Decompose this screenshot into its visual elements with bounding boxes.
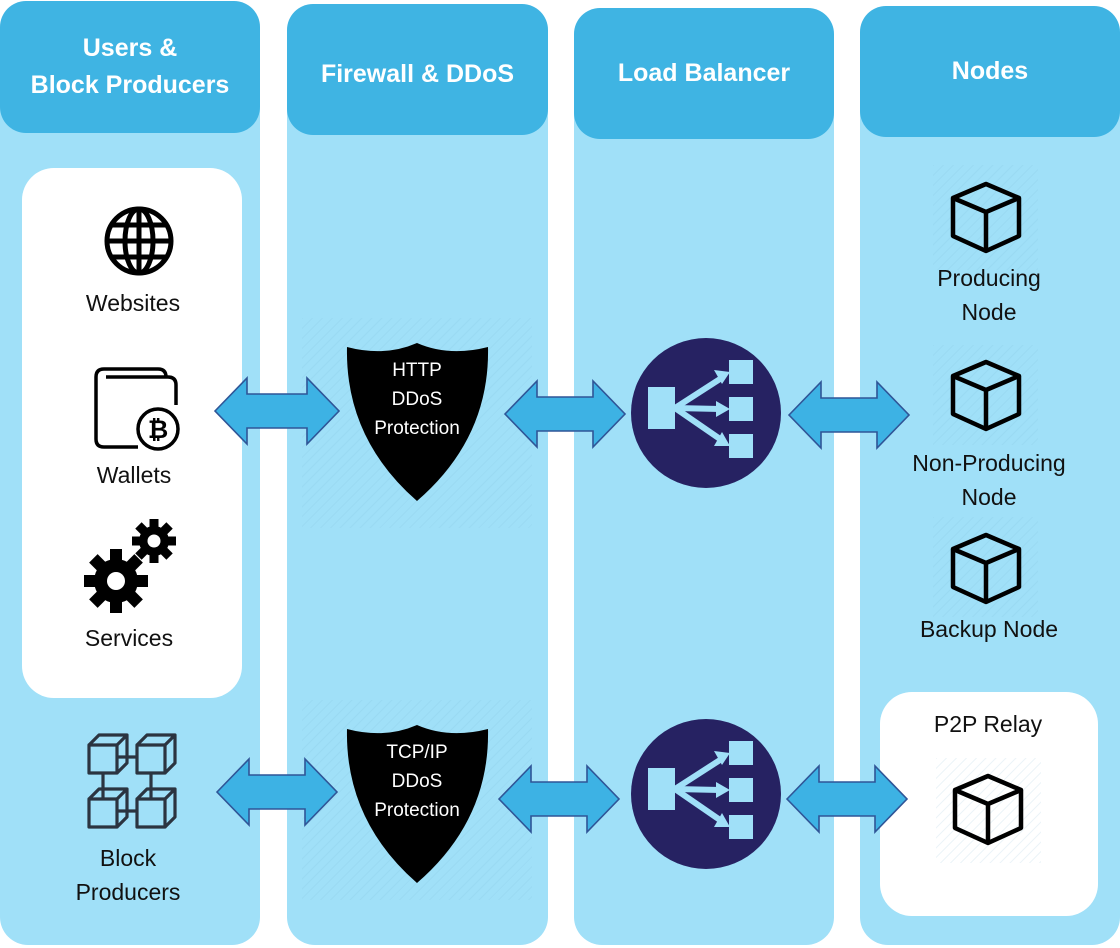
tcp-line1: TCP/IP xyxy=(386,742,448,763)
shield-icon xyxy=(345,725,490,883)
header-firewall: Firewall & DDoS xyxy=(287,4,548,135)
tcp-line2: DDoS xyxy=(391,771,443,792)
http-line3: Protection xyxy=(374,418,460,439)
header-load-balancer-title: Load Balancer xyxy=(617,59,791,87)
cube-icon xyxy=(950,181,1022,254)
double-arrow-firewall-lb-bottom xyxy=(497,764,621,834)
header-firewall-title: Firewall & DDoS xyxy=(320,60,515,88)
bitcoin-wallet-icon: ₿ xyxy=(92,365,184,455)
wallets-label: Wallets xyxy=(96,462,172,488)
tcp-shield-text: TCP/IP DDoS Protection xyxy=(374,738,460,825)
producing-line1: Producing xyxy=(937,265,1041,291)
double-arrow-lb-nodes-top xyxy=(787,380,911,450)
non-producing-line1: Non-Producing xyxy=(912,450,1066,476)
blockchain-network-icon xyxy=(87,733,177,831)
header-load-balancer: Load Balancer xyxy=(574,8,834,139)
http-line2: DDoS xyxy=(391,389,443,410)
header-users: Users & Block Producers xyxy=(0,1,260,133)
shield-icon xyxy=(345,343,490,501)
header-users-line2: Block Producers xyxy=(30,71,230,99)
services-label: Services xyxy=(84,625,174,651)
gears-icon xyxy=(84,515,180,617)
header-nodes: Nodes xyxy=(860,6,1120,137)
double-arrow-firewall-lb-top xyxy=(503,379,627,449)
load-balancer-icon xyxy=(630,718,782,870)
websites-label: Websites xyxy=(85,290,181,316)
load-balancer-icon xyxy=(630,337,782,489)
http-shield-text: HTTP DDoS Protection xyxy=(374,356,460,443)
header-nodes-title: Nodes xyxy=(951,57,1029,85)
cube-icon xyxy=(950,532,1022,605)
block-producers-label: Block Producers xyxy=(76,841,181,909)
cube-icon xyxy=(950,359,1022,432)
double-arrow-lb-p2p-bottom xyxy=(785,764,909,834)
block-producers-line2: Producers xyxy=(75,879,181,905)
header-users-line1: Users & xyxy=(82,34,178,62)
globe-icon xyxy=(103,200,175,282)
non-producing-line2: Node xyxy=(961,484,1017,510)
double-arrow-producers-firewall-bottom xyxy=(215,757,339,827)
producing-node-label: Producing Node xyxy=(937,261,1041,329)
block-producers-line1: Block xyxy=(99,845,157,871)
svg-text:₿: ₿ xyxy=(148,415,168,444)
p2p-relay-label: P2P Relay xyxy=(933,711,1043,737)
double-arrow-clients-firewall-top xyxy=(213,376,341,446)
http-line1: HTTP xyxy=(392,360,442,381)
tcp-line3: Protection xyxy=(374,800,460,821)
cube-icon xyxy=(952,773,1024,846)
backup-node-label: Backup Node xyxy=(919,616,1059,642)
non-producing-node-label: Non-Producing Node xyxy=(912,446,1065,514)
producing-line2: Node xyxy=(961,299,1017,325)
